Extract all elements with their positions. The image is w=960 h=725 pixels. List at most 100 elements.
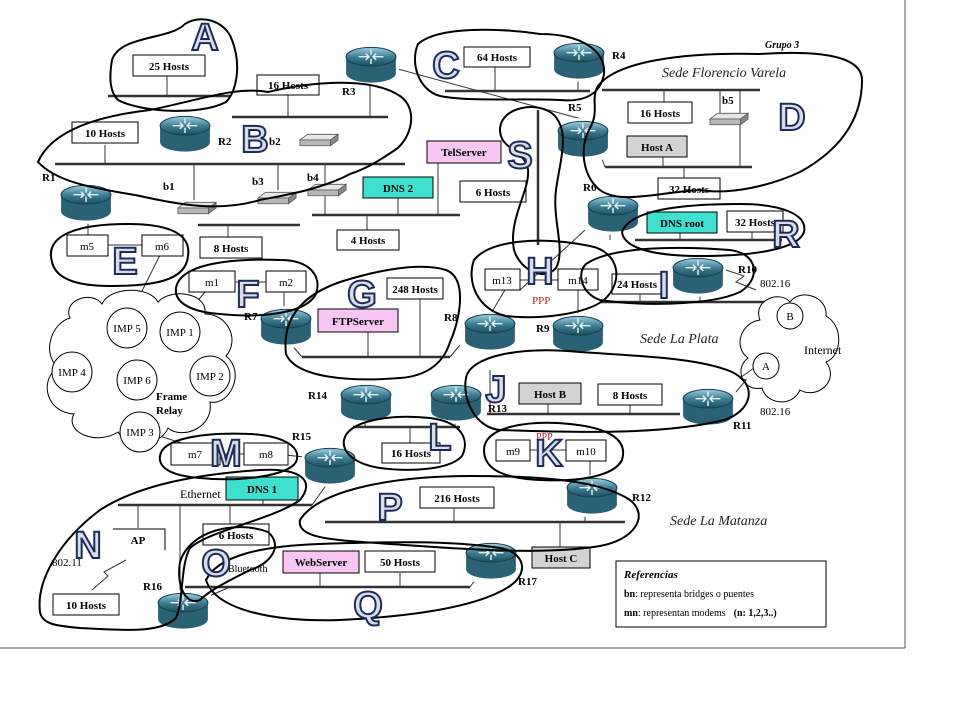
internet-label: Internet bbox=[804, 343, 842, 357]
r4-label: R4 bbox=[612, 50, 626, 62]
svg-text:TelServer: TelServer bbox=[441, 147, 487, 159]
modem-m2: m2 bbox=[265, 270, 307, 293]
hosts-10-n: 10 Hosts bbox=[52, 593, 120, 616]
wifi-802-11-label: 802.11 bbox=[52, 557, 82, 569]
dns-root: DNS root bbox=[646, 211, 718, 234]
svg-text:IMP 2: IMP 2 bbox=[196, 371, 223, 383]
host-b: Host B bbox=[518, 382, 582, 405]
b1-label: b1 bbox=[163, 181, 175, 193]
router-r15-icon bbox=[302, 445, 358, 487]
zone-b-outline bbox=[36, 81, 413, 208]
zone-letter-g: G bbox=[347, 274, 377, 316]
relay-label: Relay bbox=[156, 405, 183, 417]
frame-label: Frame bbox=[156, 391, 187, 403]
svg-text:16 Hosts: 16 Hosts bbox=[391, 448, 432, 460]
imp-6: IMP 6 bbox=[116, 359, 158, 401]
b5-label: b5 bbox=[722, 95, 734, 107]
zone-letter-s: S bbox=[507, 135, 532, 177]
hosts-4: 4 Hosts bbox=[336, 229, 400, 251]
dns1: DNS 1 bbox=[225, 476, 299, 501]
hosts-25: 25 Hosts bbox=[132, 54, 206, 77]
modem-m14: m14 bbox=[557, 268, 599, 291]
r8-label: R8 bbox=[444, 312, 458, 324]
r14-label: R14 bbox=[308, 390, 327, 402]
zone-o-outline bbox=[178, 526, 276, 603]
zone-letters: A B C D E F G H I J K L M N O P Q R S bbox=[73, 16, 806, 628]
zone-letter-c: C bbox=[432, 45, 459, 87]
internet-node-b: B bbox=[786, 311, 793, 323]
router-r2-icon bbox=[157, 113, 213, 155]
hosts-32-a: 32 Hosts bbox=[657, 177, 721, 200]
internet-cloud: B A Internet 802.16 802.16 bbox=[725, 269, 842, 418]
svg-text:IMP 4: IMP 4 bbox=[58, 367, 86, 379]
router-r6-icon bbox=[585, 193, 641, 235]
r6-label: R6 bbox=[583, 182, 597, 194]
hosts-24: 24 Hosts bbox=[611, 273, 663, 295]
zone-n-outline bbox=[38, 468, 307, 631]
zone-letter-d: D bbox=[778, 97, 805, 139]
router-r8-icon bbox=[462, 311, 518, 353]
modem-m10: m10 bbox=[565, 439, 607, 462]
modem-m13: m13 bbox=[484, 268, 521, 291]
hosts-8-j: 8 Hosts bbox=[597, 383, 663, 406]
bridge-b4-icon bbox=[307, 183, 347, 197]
svg-text:AP: AP bbox=[131, 535, 146, 547]
svg-text:mn: representan modems(n: 1,2,: mn: representan modems(n: 1,2,3..) bbox=[624, 608, 777, 619]
svg-text:25 Hosts: 25 Hosts bbox=[149, 61, 190, 73]
router-r10-icon bbox=[670, 255, 726, 297]
zone-i-outline bbox=[580, 246, 755, 305]
zone-c-outline bbox=[414, 28, 606, 102]
zone-letter-j: J bbox=[485, 369, 506, 411]
hosts-32-r: 32 Hosts bbox=[726, 210, 784, 233]
zone-letter-f: F bbox=[236, 274, 259, 316]
svg-text:6 Hosts: 6 Hosts bbox=[219, 530, 254, 542]
link-labels: PPP PPP Ethernet 802.11 Bluetooth bbox=[52, 295, 553, 591]
r16-label: R16 bbox=[143, 581, 162, 593]
zone-outlines bbox=[36, 18, 864, 631]
svg-text:50 Hosts: 50 Hosts bbox=[380, 557, 421, 569]
zone-letter-k: K bbox=[535, 433, 563, 475]
zone-g-outline bbox=[284, 265, 461, 381]
hosts-16-l: 16 Hosts bbox=[381, 442, 441, 464]
svg-text:m13: m13 bbox=[492, 275, 512, 287]
frame-relay-cloud: IMP 5 IMP 1 IMP 4 IMP 6 IMP 2 IMP 3 Fram… bbox=[46, 289, 236, 453]
svg-text:4 Hosts: 4 Hosts bbox=[351, 235, 386, 247]
modem-m5: m5 bbox=[66, 234, 109, 257]
svg-text:6 Hosts: 6 Hosts bbox=[476, 187, 511, 199]
zone-m-outline bbox=[158, 432, 299, 481]
access-point: AP bbox=[113, 528, 166, 550]
zone-l-outline bbox=[342, 415, 466, 471]
bridge-b2-icon bbox=[299, 133, 339, 147]
zone-letter-o: O bbox=[201, 543, 231, 585]
site-florencio-varela: Sede Florencio Varela bbox=[662, 66, 786, 81]
r3-label: R3 bbox=[342, 86, 356, 98]
router-r9-icon bbox=[550, 313, 606, 355]
svg-text:10 Hosts: 10 Hosts bbox=[85, 128, 126, 140]
svg-text:WebServer: WebServer bbox=[295, 557, 348, 569]
r17-label: R17 bbox=[518, 576, 537, 588]
svg-text:m2: m2 bbox=[279, 277, 293, 289]
svg-text:Host B: Host B bbox=[534, 389, 567, 401]
host-c: Host C bbox=[531, 546, 591, 569]
router-r1-icon bbox=[58, 182, 114, 224]
bridge-b5-icon bbox=[709, 112, 749, 126]
references-title: Referencias bbox=[623, 569, 678, 581]
dns2: DNS 2 bbox=[362, 176, 434, 199]
ppp-label-1: PPP bbox=[532, 295, 550, 307]
modems: m5 m6 m1 m2 m13 m14 m7 m8 m9 m10 bbox=[66, 234, 607, 466]
zone-letter-b: B bbox=[241, 119, 268, 161]
svg-text:m5: m5 bbox=[80, 241, 95, 253]
zone-letter-i: I bbox=[659, 265, 670, 307]
r9-label: R9 bbox=[536, 323, 550, 335]
modem-m9: m9 bbox=[495, 439, 531, 462]
imp-4: IMP 4 bbox=[51, 351, 93, 393]
svg-text:m6: m6 bbox=[155, 241, 170, 253]
svg-text:IMP 1: IMP 1 bbox=[166, 327, 193, 339]
references-box: Referencias bn: representa bridges o pue… bbox=[615, 560, 827, 628]
imp-1: IMP 1 bbox=[159, 311, 201, 353]
svg-text:8 Hosts: 8 Hosts bbox=[214, 243, 249, 255]
hosts-10-a: 10 Hosts bbox=[71, 121, 139, 144]
zone-letter-a: A bbox=[191, 17, 218, 59]
svg-text:Host A: Host A bbox=[641, 142, 673, 154]
hosts-248: 248 Hosts bbox=[386, 277, 444, 300]
